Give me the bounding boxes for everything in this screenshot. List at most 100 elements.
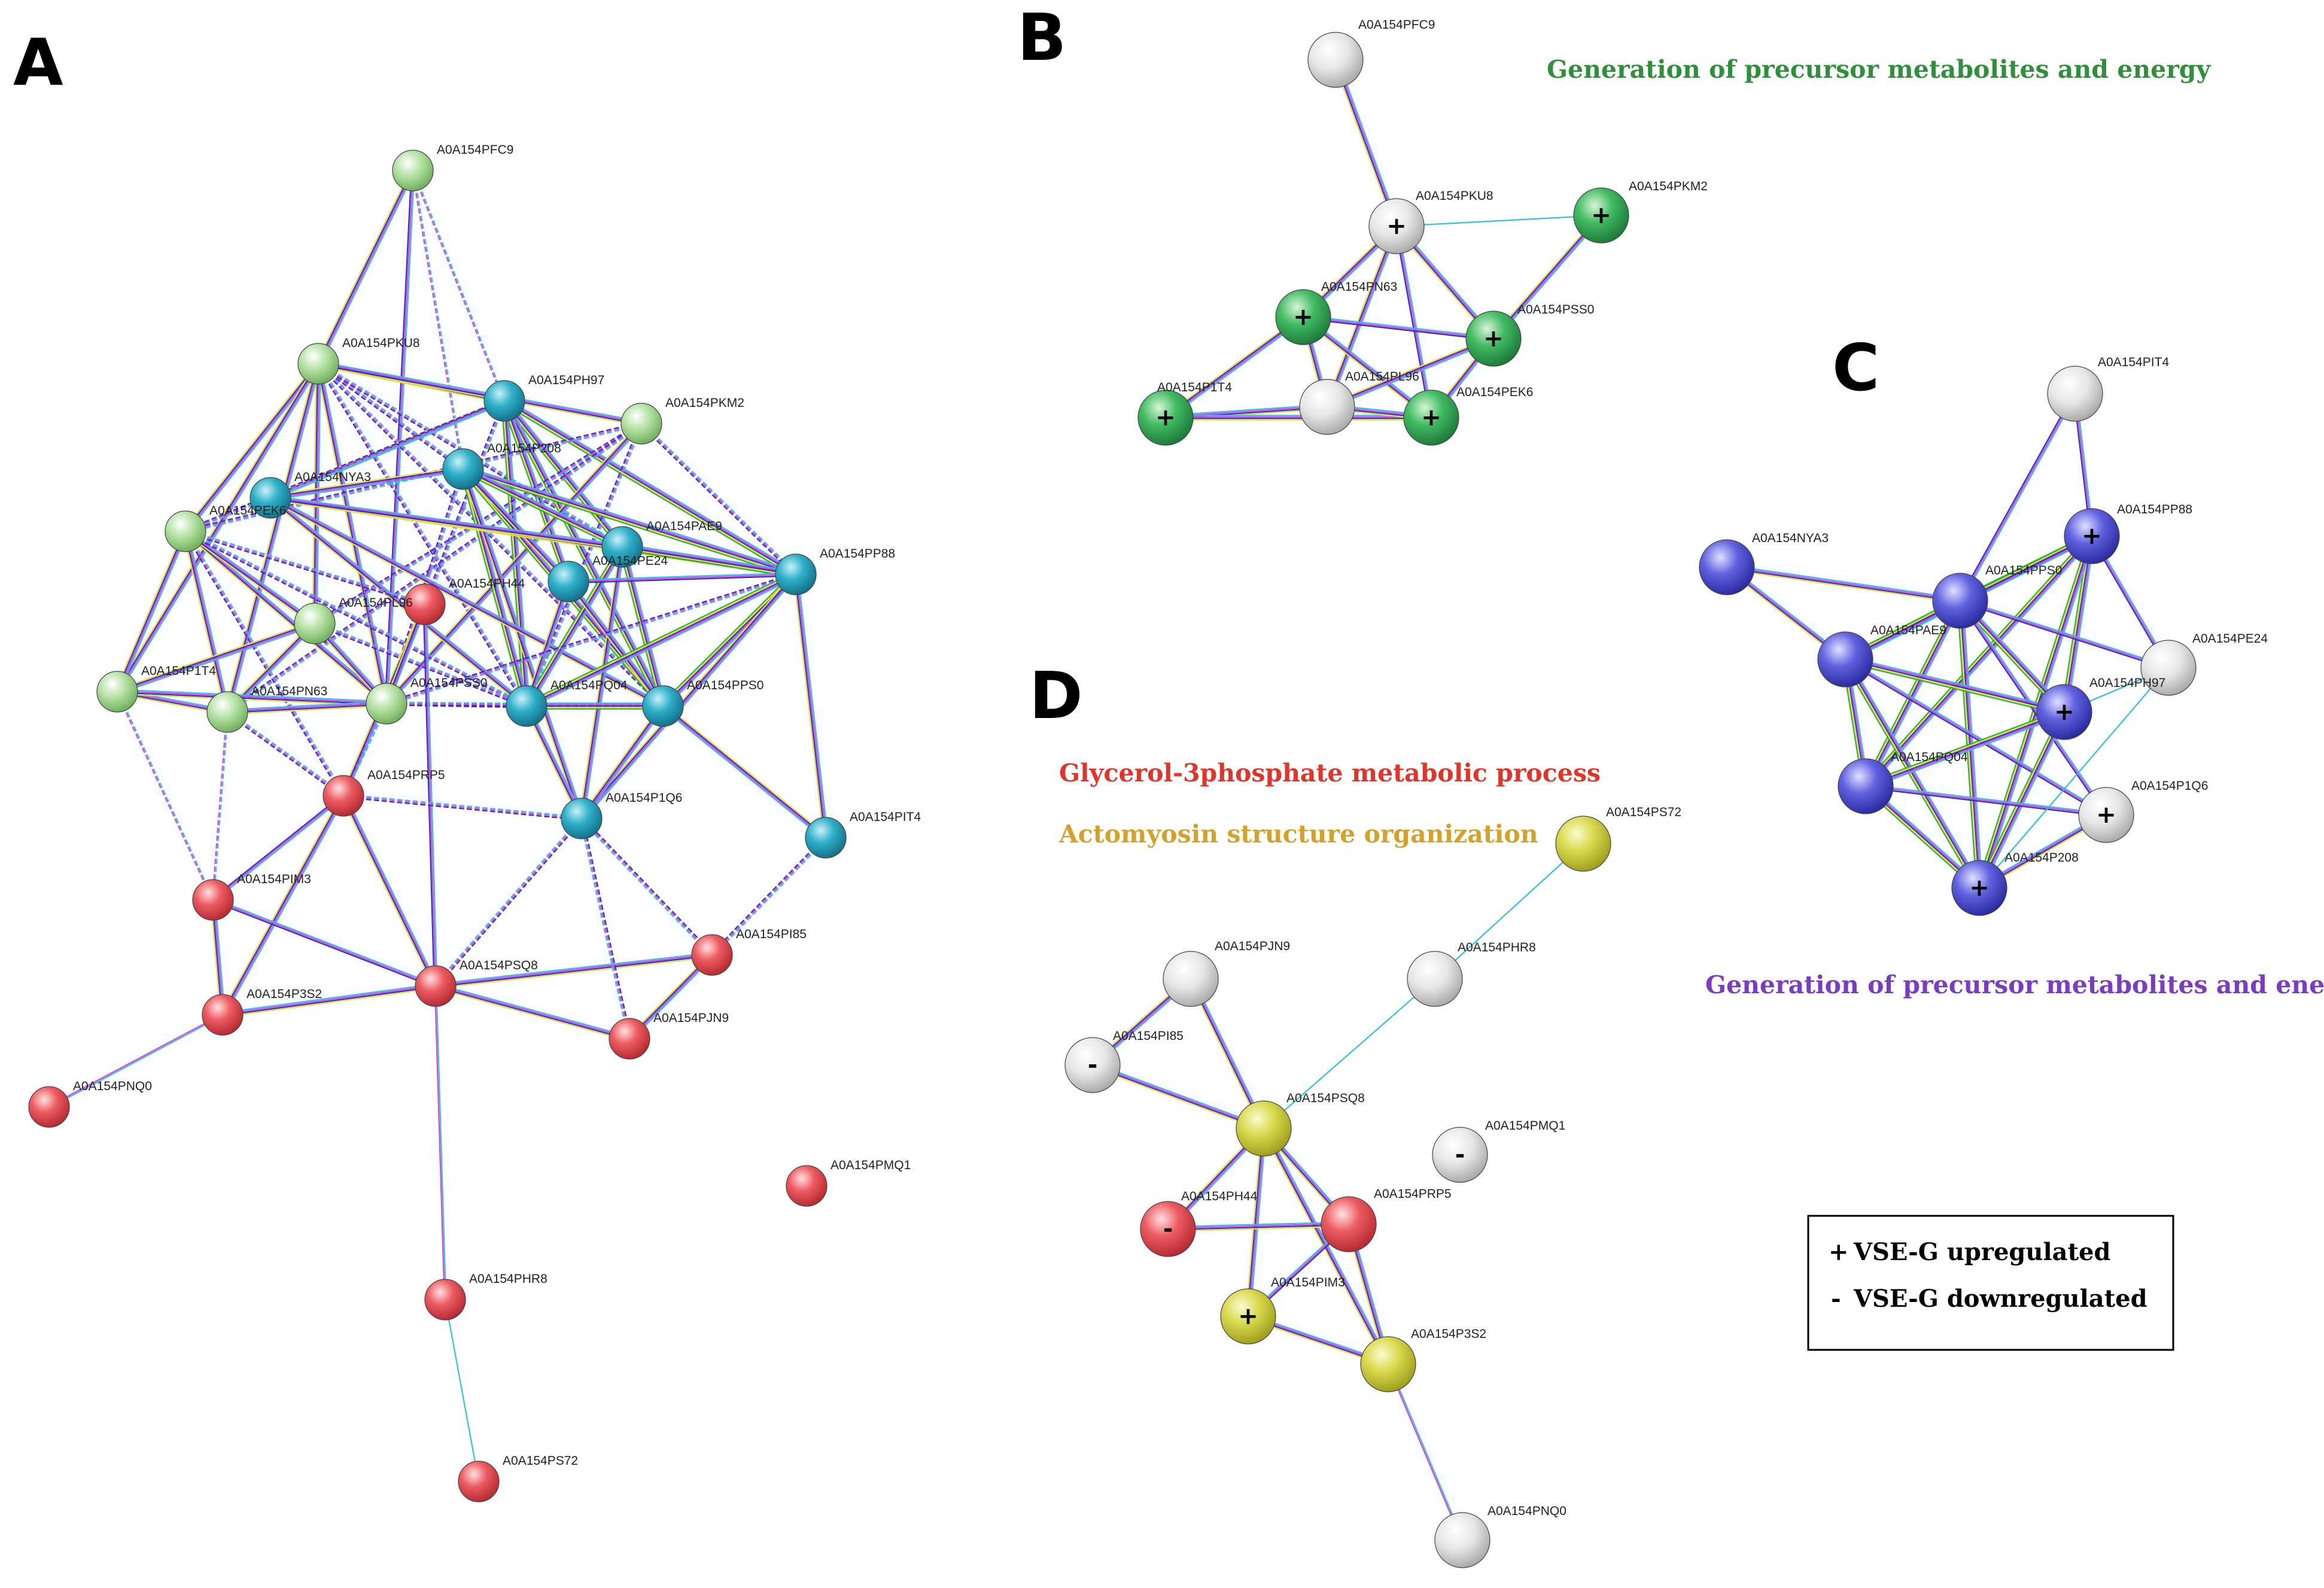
- network-node[interactable]: A0A154P3S2: [1360, 1327, 1486, 1392]
- node-label: A0A154PHR8: [469, 1272, 547, 1286]
- network-node[interactable]: A0A154PSS0: [366, 676, 487, 725]
- network-edge: [1867, 601, 1964, 789]
- network-edge: [117, 689, 388, 702]
- network-node[interactable]: A0A154PN63: [206, 685, 327, 733]
- node-sphere: [1699, 539, 1755, 595]
- network-node[interactable]: +A0A154PSS0: [1465, 303, 1594, 367]
- network-node[interactable]: A0A154PH97: [483, 373, 604, 422]
- network-edge: [270, 402, 506, 501]
- network-node[interactable]: A0A154P1T4: [96, 664, 216, 713]
- network-node[interactable]: +A0A154PKM2: [1573, 180, 1708, 244]
- network-node[interactable]: A0A154PIM3: [192, 872, 311, 921]
- network-edge: [227, 363, 320, 713]
- network-edge: [525, 580, 568, 707]
- node-label: A0A154PMQ1: [831, 1158, 911, 1172]
- network-node[interactable]: A0A154PSQ8: [1236, 1091, 1365, 1157]
- network-node[interactable]: +A0A154PH97: [2036, 676, 2165, 740]
- network-node[interactable]: A0A154P208: [442, 442, 561, 490]
- node-sphere: [1360, 1336, 1416, 1392]
- network-node[interactable]: +A0A154P1T4: [1137, 381, 1232, 446]
- network-edge: [340, 796, 434, 988]
- network-node[interactable]: A0A154PRP5: [323, 768, 445, 817]
- network-node[interactable]: A0A154PFC9: [392, 143, 513, 191]
- network-node[interactable]: +A0A154PKU8: [1368, 189, 1493, 254]
- network-node[interactable]: +A0A154P208: [1951, 851, 2079, 916]
- network-node[interactable]: A0A154PKM2: [620, 396, 744, 445]
- network-edge: [463, 467, 797, 574]
- network-node[interactable]: A0A154NYA3: [1699, 531, 1829, 595]
- network-node[interactable]: -A0A154PH44: [1140, 1190, 1258, 1257]
- node-label: A0A154P1Q6: [606, 791, 682, 805]
- network-node[interactable]: A0A154P1Q6: [561, 791, 682, 839]
- network-edge: [384, 400, 504, 704]
- node-sphere: [1368, 198, 1425, 254]
- network-edge: [1980, 711, 2067, 890]
- network-edge: [345, 794, 439, 986]
- node-sign: +: [1293, 303, 1313, 331]
- network-node[interactable]: A0A154PQ04: [1838, 750, 1968, 814]
- network-node[interactable]: A0A154PJN9: [1163, 939, 1290, 1007]
- network-node[interactable]: A0A154NYA3: [250, 470, 371, 519]
- network-node[interactable]: A0A154PEK6: [165, 504, 286, 552]
- network-node[interactable]: A0A154PMQ1: [786, 1158, 911, 1207]
- network-node[interactable]: A0A154PJN9: [609, 1011, 729, 1060]
- network-node[interactable]: A0A154PP88: [775, 547, 895, 595]
- network-edge: [622, 544, 797, 574]
- network-node[interactable]: A0A154PI85: [691, 927, 807, 976]
- network-edge: [1978, 667, 2170, 889]
- network-edge: [342, 795, 583, 820]
- network-edge: [1863, 599, 1960, 787]
- network-node[interactable]: A0A154PPS0: [1932, 564, 2062, 629]
- network-node[interactable]: A0A154PIT4: [2047, 355, 2169, 422]
- network-edge: [462, 470, 796, 577]
- node-label: A0A154PKU8: [1416, 189, 1493, 203]
- network-node[interactable]: A0A154PS72: [458, 1454, 578, 1502]
- network-node[interactable]: A0A154PHR8: [1407, 941, 1536, 1007]
- network-edge: [797, 573, 829, 838]
- node-sphere: [1140, 1201, 1196, 1257]
- network-edge: [710, 836, 826, 955]
- network-node[interactable]: A0A154PH44: [404, 577, 525, 625]
- network-node[interactable]: +A0A154P1Q6: [2078, 779, 2208, 843]
- network-node[interactable]: A0A154PRP5: [1321, 1187, 1452, 1252]
- network-node[interactable]: A0A154PIT4: [805, 810, 921, 859]
- network-node[interactable]: A0A154PNQ0: [1434, 1504, 1566, 1568]
- network-node[interactable]: -A0A154PI85: [1064, 1029, 1184, 1093]
- network-node[interactable]: A0A154P3S2: [202, 987, 322, 1036]
- network-node[interactable]: A0A154PS72: [1555, 805, 1681, 872]
- legend-down-text: VSE-G downregulated: [1853, 1285, 2147, 1313]
- network-node[interactable]: A0A154PNQ0: [28, 1079, 152, 1128]
- network-node[interactable]: A0A154PE24: [547, 554, 668, 603]
- network-node[interactable]: +A0A154PN63: [1275, 280, 1397, 345]
- network-edge: [526, 705, 583, 819]
- network-edge: [1093, 1062, 1266, 1127]
- network-node[interactable]: A0A154PKU8: [297, 336, 420, 385]
- network-edge: [1328, 226, 1400, 409]
- node-label: A0A154PKU8: [342, 336, 420, 350]
- network-edge: [117, 625, 317, 695]
- network-edge: [503, 401, 622, 549]
- network-edge: [315, 169, 412, 364]
- network-node[interactable]: A0A154PHR8: [424, 1272, 547, 1321]
- network-edge: [221, 795, 344, 1015]
- network-node[interactable]: A0A154PQ04: [506, 679, 628, 727]
- node-sign: +: [1591, 202, 1611, 229]
- network-node[interactable]: A0A154PL96: [294, 596, 413, 644]
- network-edge: [580, 573, 796, 819]
- network-edge: [318, 361, 643, 422]
- network-node[interactable]: +A0A154PIM3: [1220, 1276, 1345, 1344]
- network-node[interactable]: A0A154PSQ8: [415, 959, 538, 1007]
- network-node[interactable]: A0A154PAE9: [1817, 623, 1946, 687]
- network-node[interactable]: +A0A154PEK6: [1403, 385, 1533, 446]
- network-node[interactable]: A0A154PPS0: [642, 679, 763, 727]
- network-node[interactable]: +A0A154PP88: [2064, 503, 2192, 564]
- network-node[interactable]: A0A154PFC9: [1307, 18, 1435, 88]
- network-edge: [463, 467, 624, 546]
- network-node[interactable]: -A0A154PMQ1: [1432, 1119, 1565, 1183]
- network-edge: [1325, 336, 1493, 406]
- network-node[interactable]: A0A154PL96: [1299, 370, 1419, 435]
- network-node[interactable]: A0A154PAE9: [601, 519, 722, 568]
- network-edge: [212, 899, 437, 987]
- network-node[interactable]: A0A154PE24: [2140, 632, 2268, 696]
